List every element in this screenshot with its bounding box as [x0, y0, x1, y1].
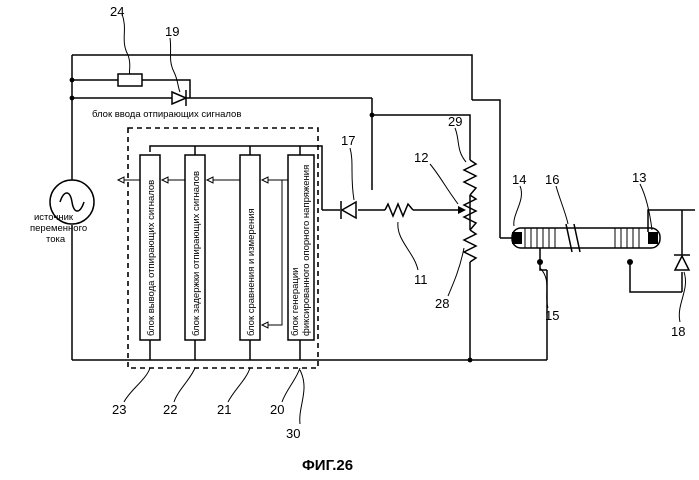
unlock-input-element	[118, 74, 142, 86]
ref-18: 18	[671, 324, 685, 339]
wires	[72, 55, 695, 360]
ref-12: 12	[414, 150, 428, 165]
unlock-input-label: блок ввода отпирающих сигналов	[92, 109, 241, 120]
resistor-28	[464, 230, 476, 262]
ref-13: 13	[632, 170, 646, 185]
ac-source-label-3: тока	[46, 234, 66, 245]
ref-17: 17	[341, 133, 355, 148]
block-21-label: блок сравнения и измерения	[246, 208, 257, 336]
ref-24: 24	[110, 4, 124, 19]
wiper-arrow	[458, 206, 466, 214]
ref-23: 23	[112, 402, 126, 417]
ac-source-label-2: переменного	[30, 223, 87, 234]
ref-29: 29	[448, 114, 462, 129]
ref-28: 28	[435, 296, 449, 311]
block-22-label: блок задержки отпирающих сигналов	[191, 171, 202, 336]
junction-dots	[70, 78, 473, 363]
signal-arrows	[118, 177, 288, 328]
block-21: блок сравнения и измерения	[240, 155, 260, 340]
diode-18	[674, 255, 690, 270]
block-22: блок задержки отпирающих сигналов	[185, 155, 205, 340]
block-20-label-2: фиксированного опорного напряжения	[301, 165, 312, 336]
resistor-11	[385, 204, 413, 216]
diode-17	[341, 201, 356, 219]
ref-22: 22	[163, 402, 177, 417]
ref-14: 14	[512, 172, 526, 187]
resistor-29	[464, 160, 476, 195]
block-23: блок вывода отпирающих сигналов	[140, 155, 160, 340]
figure-caption: ФИГ.26	[302, 457, 353, 474]
ref-30: 30	[286, 426, 300, 441]
leader-lines	[122, 14, 686, 424]
ref-20: 20	[270, 402, 284, 417]
ref-15: 15	[545, 308, 559, 323]
block-20: блок генерации фиксированного опорного н…	[288, 155, 314, 340]
ref-21: 21	[217, 402, 231, 417]
ac-source-label-1: источник	[34, 212, 74, 223]
lamp-16	[512, 224, 660, 270]
ref-11: 11	[414, 272, 428, 287]
diode-19	[172, 90, 186, 106]
ref-16: 16	[545, 172, 559, 187]
ref-19: 19	[165, 24, 179, 39]
block-23-label: блок вывода отпирающих сигналов	[146, 180, 157, 336]
block-20-label-1: блок генерации	[290, 268, 301, 336]
